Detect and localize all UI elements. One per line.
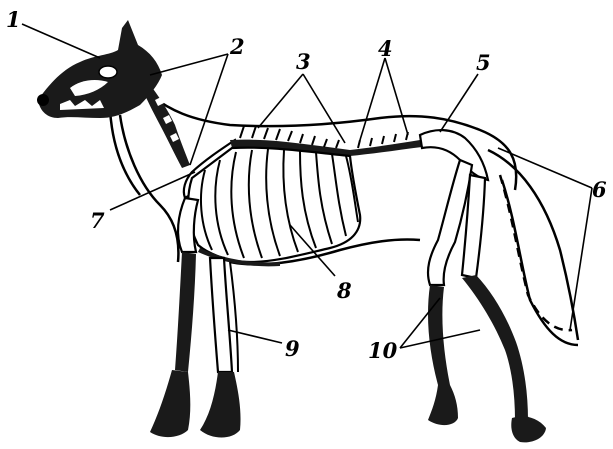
leader-line-6a bbox=[498, 148, 592, 188]
label-8: 8 bbox=[336, 278, 352, 303]
pelvis bbox=[420, 130, 488, 180]
label-9: 9 bbox=[285, 336, 300, 361]
skull bbox=[37, 20, 162, 118]
leader-line-2a bbox=[150, 54, 228, 75]
leader-line-3b bbox=[303, 74, 345, 143]
leader-line-1 bbox=[22, 24, 100, 58]
hindlimb-bones bbox=[428, 160, 546, 442]
leader-line-4a bbox=[360, 58, 385, 140]
label-3: 3 bbox=[296, 49, 311, 74]
label-5: 5 bbox=[476, 50, 491, 75]
cervical-vertebrae bbox=[142, 82, 190, 168]
rib-cage bbox=[188, 148, 360, 262]
label-6: 6 bbox=[592, 177, 607, 202]
label-4: 4 bbox=[378, 36, 393, 61]
leader-line-6b bbox=[570, 188, 592, 330]
leader-line-3a bbox=[258, 74, 303, 128]
label-7: 7 bbox=[90, 208, 105, 233]
label-2: 2 bbox=[229, 34, 245, 59]
label-1: 1 bbox=[6, 7, 21, 32]
label-10: 10 bbox=[368, 338, 398, 363]
leader-line-4b bbox=[385, 58, 408, 135]
